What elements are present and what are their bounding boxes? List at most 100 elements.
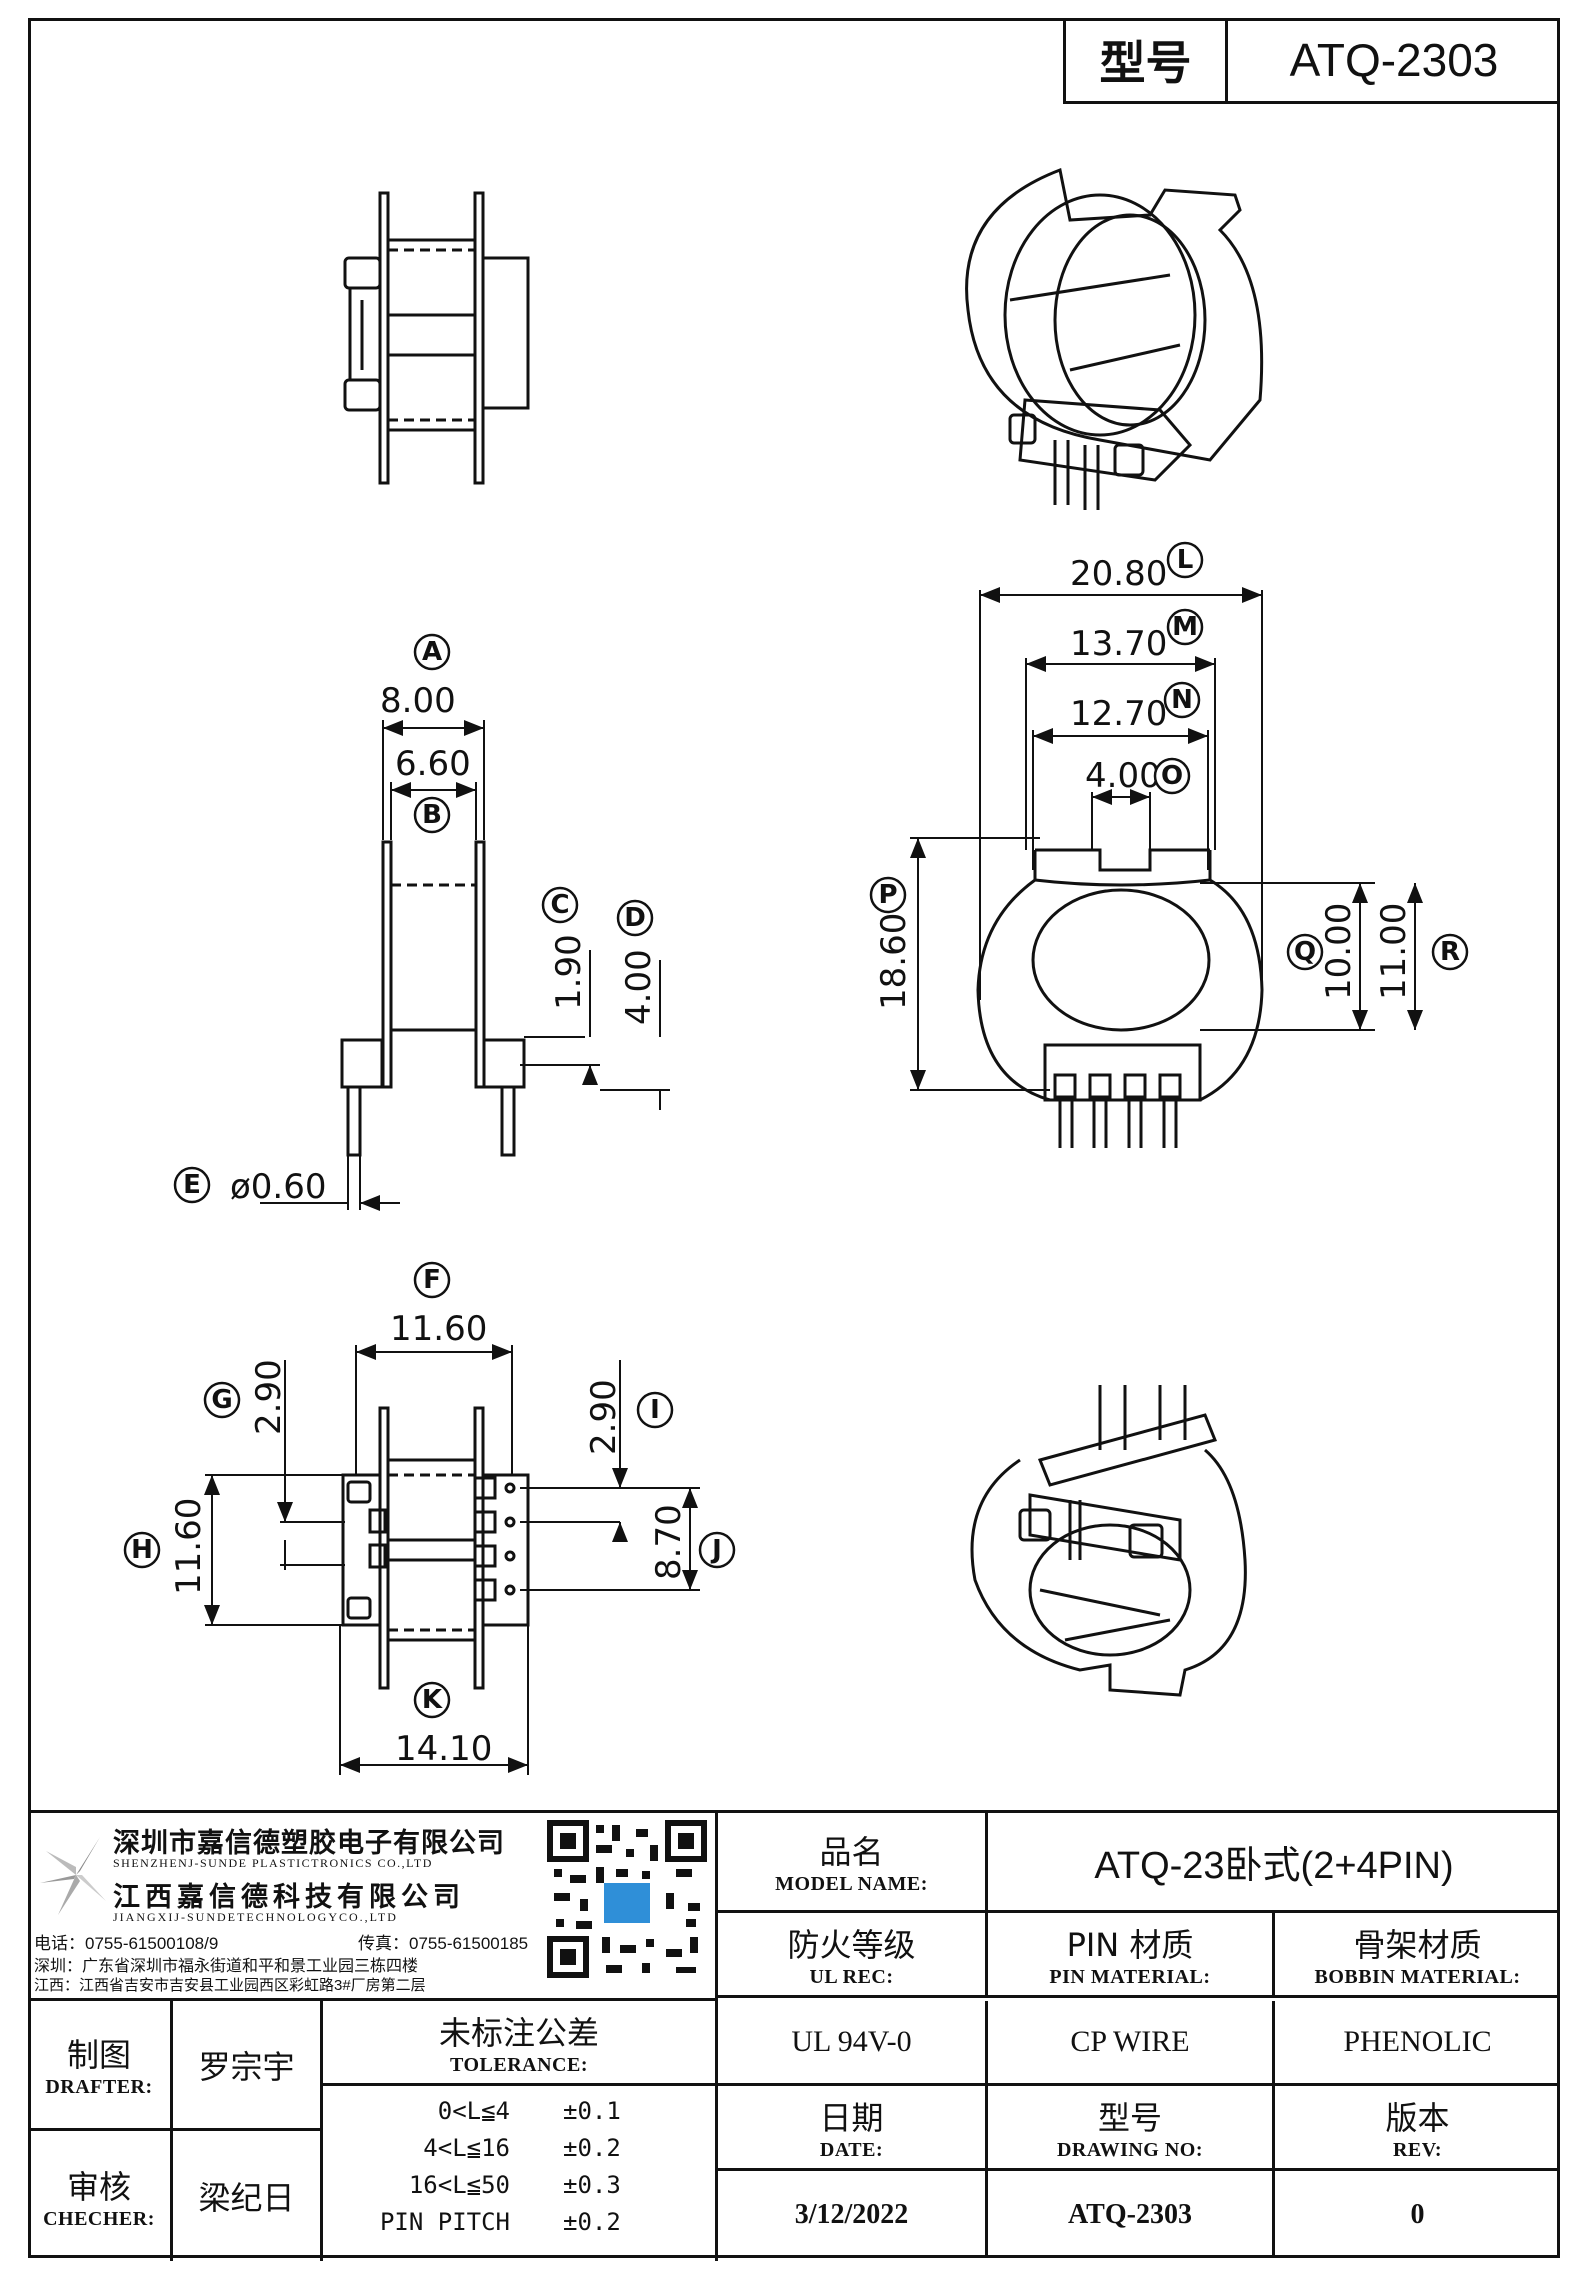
date-cn: 日期 — [819, 2098, 884, 2137]
rev-value: 0 — [1410, 2198, 1425, 2230]
model-name-value: ATQ-23卧式(2+4PIN) — [1094, 1845, 1454, 1887]
drafter-value-cell: 罗宗宇 — [173, 2001, 323, 2131]
bobbin-en: BOBBIN MATERIAL: — [1314, 1965, 1521, 1988]
dim-value-H: 11.60 — [169, 1498, 209, 1595]
balloon-J: J — [710, 1535, 722, 1565]
balloon-I: I — [650, 1395, 660, 1425]
drafter-label-cell: 制图 DRAFTER: — [28, 2001, 173, 2131]
dims-plan-lines — [204, 1344, 700, 1775]
company-addr-jx: 江西：江西省吉安市吉安县工业园西区彩虹路3#厂房第二层 — [34, 1977, 426, 1994]
tolerance-list: 0<L≦4 ±0.1 4<L≦16 ±0.2 16<L≦50 ±0.3 PIN … — [323, 2089, 715, 2261]
tolerance-range: 4<L≦16 — [423, 2134, 510, 2162]
dim-A-lines — [260, 720, 670, 1211]
tolerance-en: TOLERANCE: — [450, 2053, 588, 2076]
rev-cn: 版本 — [1385, 2098, 1450, 2137]
rev-en: REV: — [1392, 2138, 1443, 2161]
dim-value-M: 13.70 — [1070, 624, 1167, 664]
tolerance-range: 0<L≦4 — [437, 2097, 510, 2125]
dim-value-I: 2.90 — [584, 1379, 624, 1455]
company-name-sz: 深圳市嘉信德塑胶电子有限公司 — [113, 1828, 505, 1858]
tolerance-header-cell: 未标注公差 TOLERANCE: — [323, 2001, 715, 2086]
balloons — [123, 541, 1469, 1719]
dim-value-O: 4.00 — [1085, 756, 1161, 796]
tolerance-value: ±0.1 — [563, 2097, 621, 2125]
tolerance-value: ±0.2 — [563, 2208, 621, 2236]
drafter-value: 罗宗宇 — [198, 2047, 295, 2086]
dim-labels: 8.00 6.60 1.90 4.00 ø0.60 11.60 2.90 11.… — [169, 554, 1414, 1769]
side-view-top — [343, 191, 530, 485]
dim-value-C: 1.90 — [549, 934, 589, 1010]
company-phone: 电话：0755-61500108/9 — [34, 1934, 219, 1953]
dim-value-P: 18.60 — [874, 913, 914, 1010]
pin-label-cell: PIN 材质 PIN MATERIAL: — [988, 1913, 1275, 1998]
date-value-cell: 3/12/2022 — [718, 2171, 988, 2258]
balloon-G: G — [211, 1385, 232, 1415]
technical-drawing: 8.00 6.60 1.90 4.00 ø0.60 11.60 2.90 11.… — [123, 167, 1469, 1775]
balloon-letters: A B C D E F G H I J K L M N O P Q R — [131, 545, 1460, 1715]
pin-cn: PIN 材质 — [1066, 1925, 1194, 1964]
dwg-en: DRAWING NO: — [1056, 2138, 1204, 2161]
front-view-left — [340, 840, 585, 1157]
company-name-jx-en: JIANGXIJ-SUNDETECHNOLOGYCO.,LTD — [113, 1910, 398, 1924]
isometric-view-top — [965, 167, 1264, 510]
balloon-O: O — [1161, 761, 1183, 791]
balloon-R: R — [1440, 937, 1460, 967]
dwg-value: ATQ-2303 — [1068, 2198, 1192, 2230]
model-name-label-cell: 品名 MODEL NAME: — [718, 1813, 988, 1913]
drawing-frame — [28, 18, 1560, 2258]
ul-en: UL REC: — [809, 1965, 894, 1988]
bobbin-label-cell: 骨架材质 BOBBIN MATERIAL: — [1275, 1913, 1560, 1998]
dim-value-N: 12.70 — [1070, 694, 1167, 734]
ul-cn: 防火等级 — [787, 1925, 916, 1964]
company-fax: 传真：0755-61500185 — [358, 1934, 529, 1953]
dwg-value-cell: ATQ-2303 — [988, 2171, 1275, 2258]
balloon-D: D — [624, 903, 646, 933]
dim-value-E: ø0.60 — [230, 1167, 327, 1207]
date-label-cell: 日期 DATE: — [718, 2086, 988, 2171]
dim-value-K: 14.10 — [395, 1729, 492, 1769]
balloon-P: P — [878, 880, 897, 910]
dim-value-F: 11.60 — [390, 1309, 487, 1349]
balloon-B: B — [422, 800, 442, 830]
front-view-right — [976, 848, 1264, 1148]
checker-value: 梁纪日 — [198, 2179, 295, 2217]
balloon-N: N — [1171, 685, 1193, 715]
balloon-M: M — [1172, 612, 1198, 642]
dim-value-Q: 10.00 — [1319, 903, 1359, 1000]
title-block: 深圳市嘉信德塑胶电子有限公司 SHENZHENJ-SUNDE PLASTICTR… — [28, 1810, 1560, 2261]
checker-cn: 审核 — [66, 2167, 131, 2206]
isometric-view-bottom — [970, 1385, 1247, 1697]
model-name-cn: 品名 — [819, 1833, 884, 1871]
dim-value-R: 11.00 — [1374, 903, 1414, 1000]
dim-value-G: 2.90 — [249, 1359, 289, 1435]
date-en: DATE: — [819, 2138, 884, 2161]
balloon-L: L — [1177, 545, 1194, 575]
company-name-jx: 江西嘉信德科技有限公司 — [113, 1882, 465, 1912]
dim-value-A: 8.00 — [380, 681, 456, 721]
checker-en: CHECHER: — [43, 2207, 155, 2230]
tolerance-row: 0<L≦4 ±0.1 — [323, 2097, 715, 2133]
dwg-label-cell: 型号 DRAWING NO: — [988, 2086, 1275, 2171]
balloon-F: F — [423, 1265, 441, 1295]
ul-value: UL 94V-0 — [791, 2025, 912, 2058]
company-info: 深圳市嘉信德塑胶电子有限公司 SHENZHENJ-SUNDE PLASTICTR… — [28, 1813, 718, 1998]
dwg-cn: 型号 — [1097, 2098, 1162, 2137]
dim-value-D: 4.00 — [619, 949, 659, 1025]
tolerance-range: PIN PITCH — [379, 2208, 510, 2236]
bobbin-cn: 骨架材质 — [1353, 1925, 1482, 1964]
rev-value-cell: 0 — [1275, 2171, 1560, 2258]
balloon-C: C — [550, 890, 569, 920]
dim-value-L: 20.80 — [1070, 554, 1167, 594]
approval-area: 制图 DRAFTER: 罗宗宇 审核 CHECHER: 梁纪日 未标注公差 TO… — [28, 1998, 718, 2261]
checker-label-cell: 审核 CHECHER: — [28, 2131, 173, 2261]
tolerance-range: 16<L≦50 — [408, 2171, 510, 2199]
drafter-en: DRAFTER: — [45, 2076, 153, 2098]
balloon-Q: Q — [1294, 937, 1316, 967]
model-header-value: ATQ-2303 — [1289, 33, 1499, 86]
balloon-K: K — [422, 1685, 443, 1715]
balloon-H: H — [131, 1535, 153, 1565]
tolerance-row: 4<L≦16 ±0.2 — [323, 2134, 715, 2170]
model-name-value-cell: ATQ-23卧式(2+4PIN) — [988, 1813, 1560, 1913]
drafter-cn: 制图 — [66, 2036, 131, 2074]
balloon-A: A — [422, 637, 442, 667]
